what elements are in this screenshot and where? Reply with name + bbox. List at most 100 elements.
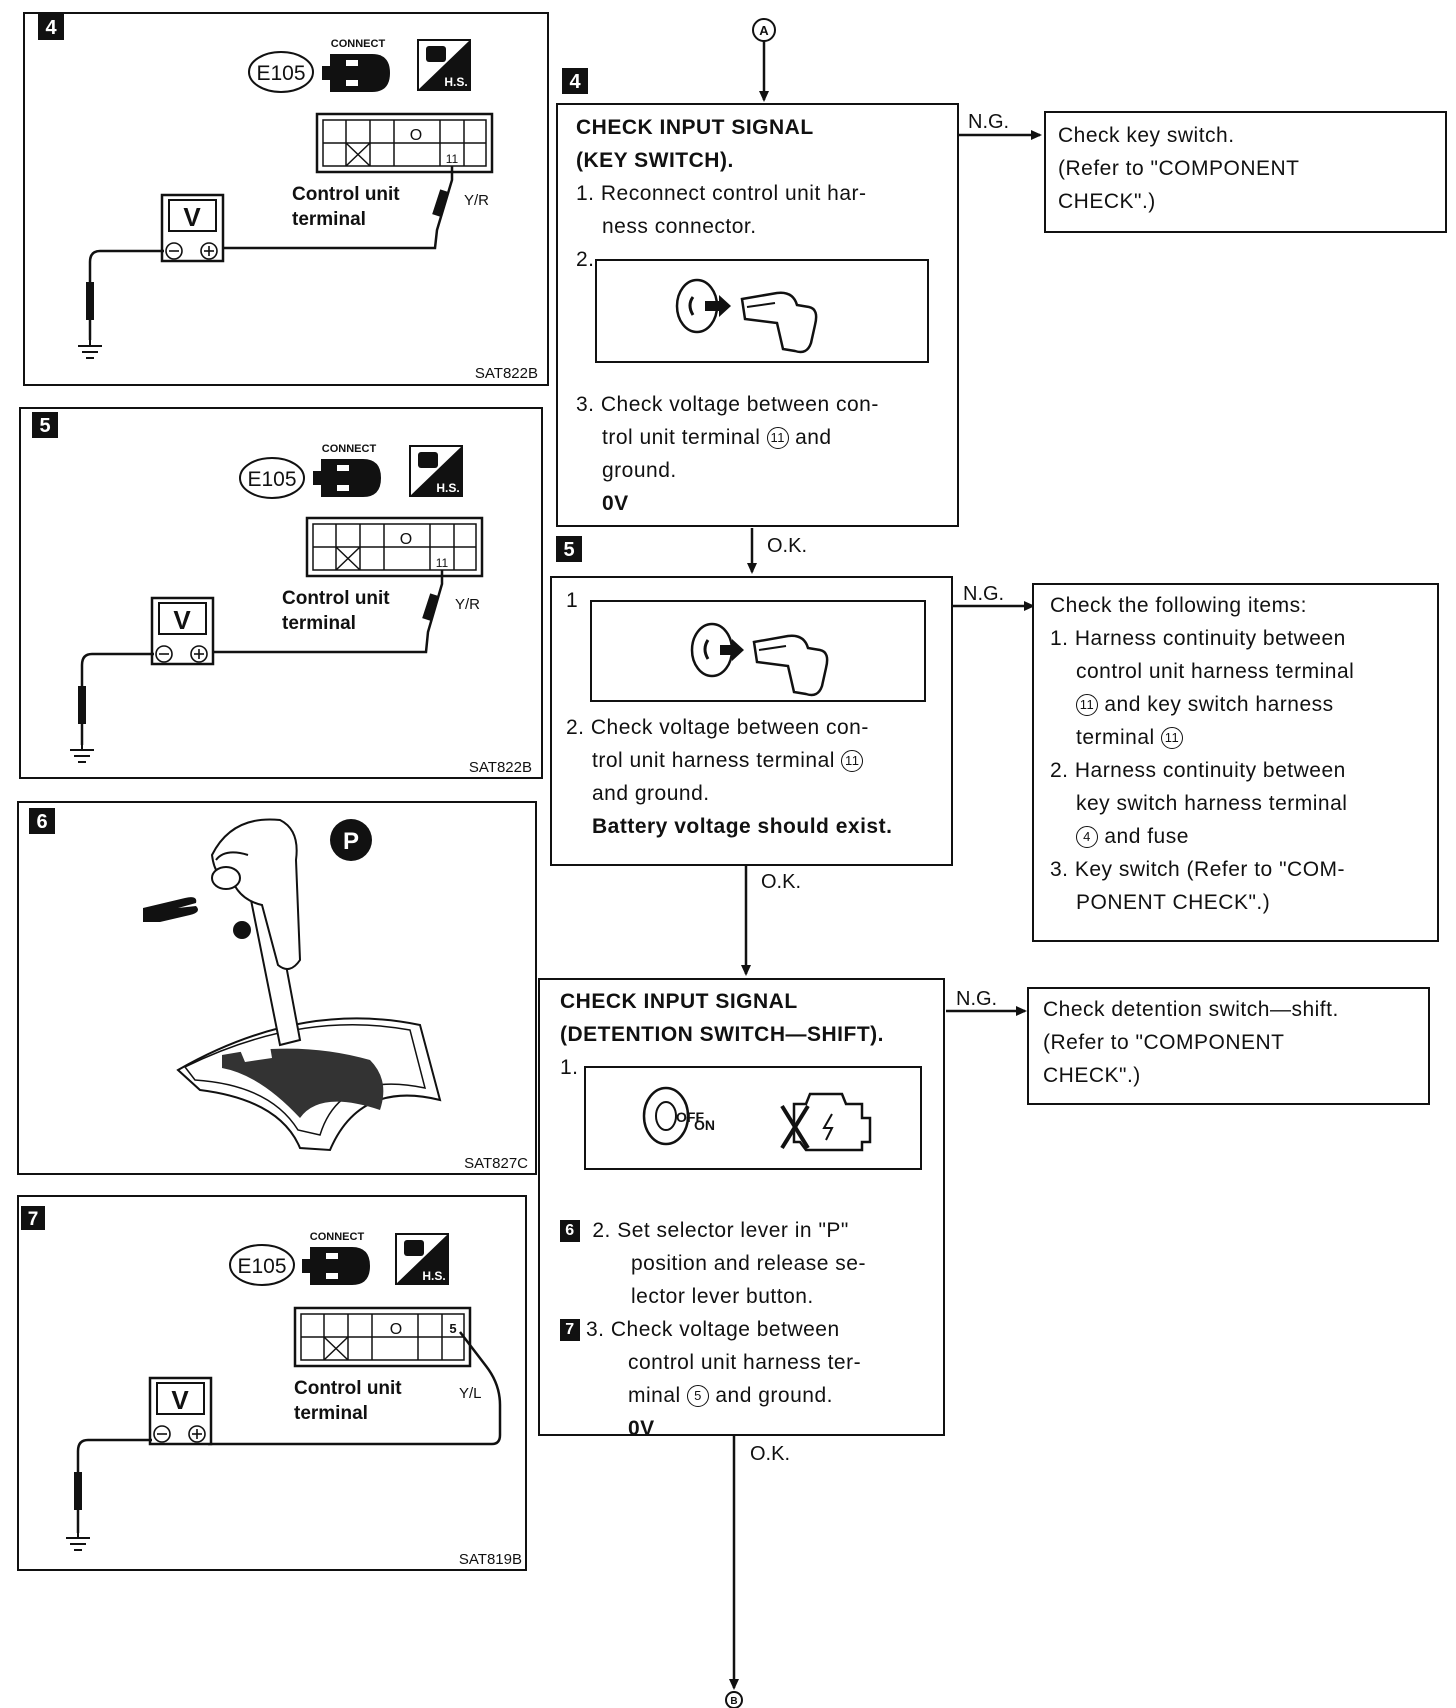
step5-step2-d: Battery voltage should exist. [592, 815, 893, 838]
step6-check-box: CHECK INPUT SIGNAL (DETENTION SWITCH—SHI… [538, 978, 945, 1440]
panel-5-voltmeter-icon [150, 596, 215, 666]
flow-connector-bottom: B [725, 1691, 743, 1708]
step4-ng-box: Check key switch. (Refer to "COMPONENT C… [1044, 111, 1447, 233]
step4-step3-c: ground. [602, 459, 677, 482]
panel-5-harness-side-icon [409, 445, 463, 497]
panel-6-step-badge: 6 [36, 811, 47, 833]
step4-title-2: (KEY SWITCH). [576, 149, 734, 172]
step6-ng-box: Check detention switch—shift. (Refer to … [1027, 987, 1430, 1105]
panel-4-terminal-mark: O [410, 127, 422, 144]
step5-step1: 1 [566, 589, 579, 612]
step4-ng-line-1: Check key switch. [1058, 124, 1235, 147]
step6-step2-b: position and release se- [631, 1252, 866, 1275]
step5-check-box: 1 2. Check voltage between con- trol uni… [550, 576, 953, 866]
hand-push-icon [143, 897, 198, 922]
step5-ng-line-6: 2. Harness continuity between [1050, 759, 1346, 782]
panel-7-terminal-num: 5 [449, 1321, 456, 1336]
step5-ng-line-8-text: and fuse [1104, 825, 1189, 848]
panel-6-position-label: P [343, 828, 359, 855]
step4-ng-line-2: (Refer to "COMPONENT [1058, 157, 1300, 180]
step6-step1: 1. [560, 1056, 579, 1079]
panel-7-code: SAT819B [459, 1551, 522, 1568]
panel-5-connector-face [305, 516, 484, 578]
step6-title-2: (DETENTION SWITCH—SHIFT). [560, 1023, 884, 1046]
step6-badge-7: 7 [560, 1319, 580, 1342]
step4-step1-b: ness connector. [602, 215, 757, 238]
ignition-off-label: OFF [676, 1109, 704, 1125]
step4-ok-label: O.K. [767, 535, 807, 557]
panel-step-6: 6 P SAT827C [17, 801, 537, 1175]
step5-ng-label: N.G. [963, 583, 1004, 605]
terminal-11-marker: 11 [1161, 727, 1184, 750]
step5-ng-line-4: 11 and key switch harness [1050, 688, 1437, 721]
panel-4-ground-icon [78, 340, 102, 359]
ignition-on-label: ON [694, 1117, 715, 1133]
step5-step2-b: trol unit harness terminal 11 [566, 744, 951, 777]
panel-4-voltmeter-icon [160, 193, 225, 263]
panel-4-terminal-num: 11 [446, 152, 459, 166]
step4-step3-d: 0V [602, 492, 629, 515]
step5-ok-label: O.K. [761, 871, 801, 893]
panel-step-4: 4 E105 CONNECT H.S. O 11 [23, 12, 549, 386]
panel-5-terminal-label-2: terminal [282, 613, 356, 634]
terminal-11-marker: 11 [1076, 694, 1098, 717]
panel-4-meter-label: V [183, 202, 201, 232]
terminal-11-marker: 11 [841, 750, 864, 773]
step4-ng-label: N.G. [968, 111, 1009, 133]
step6-ng-line-1: Check detention switch—shift. [1043, 998, 1339, 1021]
step4-key-image [595, 259, 929, 363]
key-insert-icon [675, 278, 818, 354]
panel-5-hs-label: H.S. [436, 481, 459, 495]
step5-ng-line-9: 3. Key switch (Refer to "COM- [1050, 858, 1346, 881]
ignition-off-engine-icon: OFF ON [642, 1086, 872, 1152]
step5-key-image [590, 600, 926, 702]
panel-6-position-p-icon [330, 819, 372, 861]
panel-7-ground-icon [66, 1533, 90, 1551]
step6-badge-6: 6 [560, 1220, 580, 1243]
terminal-11-marker: 11 [766, 427, 789, 450]
step6-step3-c: minal 5 and ground. [560, 1379, 943, 1412]
step6-step3-a-text: 3. Check voltage between [586, 1318, 840, 1341]
step5-ng-line-8: 4 and fuse [1050, 820, 1437, 853]
step5-ng-line-7: key switch harness terminal [1076, 792, 1348, 815]
panel-5-connector-id: E105 [247, 468, 296, 491]
flow-step5-badge: 5 [563, 539, 574, 561]
panel-6-code: SAT827C [464, 1155, 528, 1172]
step4-step3-b-text: trol unit terminal [602, 426, 761, 449]
panel-4-step-badge: 4 [45, 17, 57, 39]
step4-step1-a: 1. Reconnect control unit har- [576, 182, 867, 205]
flow-step4-badge: 4 [569, 71, 581, 93]
panel-5-terminal-num: 11 [436, 556, 449, 570]
panel-4-terminal-label-1: Control unit [292, 184, 400, 205]
panel-5-connect-label: CONNECT [322, 443, 377, 455]
step4-ng-line-3: CHECK".) [1058, 190, 1156, 213]
step5-ng-line-4-text: and key switch harness [1104, 693, 1334, 716]
flow-connector-top-label: A [759, 23, 769, 38]
step4-title-1: CHECK INPUT SIGNAL [576, 116, 814, 139]
panel-7-meter-label: V [171, 1385, 189, 1415]
panel-5-terminal-mark: O [400, 531, 412, 548]
step5-step2-b-text: trol unit harness terminal [592, 749, 835, 772]
step6-step3-c-and: and ground. [715, 1384, 833, 1407]
step6-step3-c-text: minal [628, 1384, 681, 1407]
step6-ng-line-2: (Refer to "COMPONENT [1043, 1031, 1285, 1054]
panel-7-terminal-label-2: terminal [294, 1403, 368, 1424]
panel-7-hs-label: H.S. [422, 1269, 445, 1283]
step6-step2-a: 6 2. Set selector lever in "P" [560, 1214, 943, 1247]
selector-lever-illustration [176, 818, 442, 1152]
panel-4-harness-side-icon [417, 39, 471, 91]
step6-step2-a-text: 2. Set selector lever in "P" [592, 1219, 849, 1242]
panel-step-5: 5 E105 CONNECT H.S. O 11 [19, 407, 543, 779]
step4-check-box: CHECK INPUT SIGNAL (KEY SWITCH). 1. Reco… [556, 103, 959, 527]
panel-7-connector-id: E105 [237, 1255, 286, 1278]
panel-7-terminal-mark: O [390, 1321, 402, 1338]
step6-step3-b: control unit harness ter- [628, 1351, 862, 1374]
panel-4-code: SAT822B [475, 365, 538, 382]
panel-5-wire-color: Y/R [455, 596, 480, 613]
step6-ok-label: O.K. [750, 1443, 790, 1465]
panel-4-connector-id: E105 [256, 62, 305, 85]
panel-4-hs-label: H.S. [444, 75, 467, 89]
flow-connector-top: A [752, 18, 776, 42]
step4-step2: 2. [576, 248, 595, 271]
